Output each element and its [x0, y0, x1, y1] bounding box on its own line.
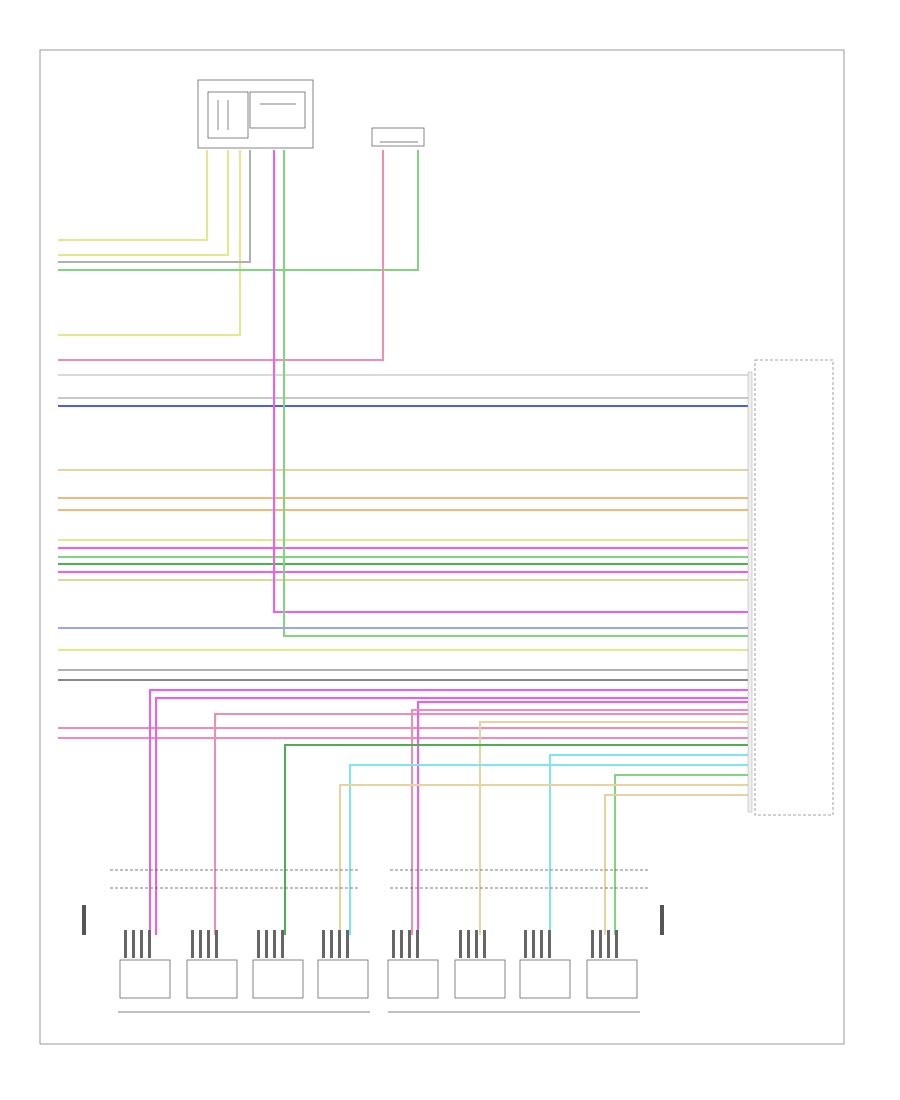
diagram-frame	[39, 49, 845, 1045]
harness-wires	[58, 150, 750, 739]
right-control-module	[747, 359, 834, 816]
right-module-group	[387, 869, 650, 1013]
top-center-sensor	[371, 127, 425, 147]
left-module-group	[110, 869, 370, 1013]
lower-connector-pins	[124, 930, 618, 958]
module-pin-column	[747, 371, 753, 813]
top-left-module	[197, 79, 314, 149]
drop-wires	[149, 689, 750, 935]
ground-symbols	[82, 905, 664, 935]
